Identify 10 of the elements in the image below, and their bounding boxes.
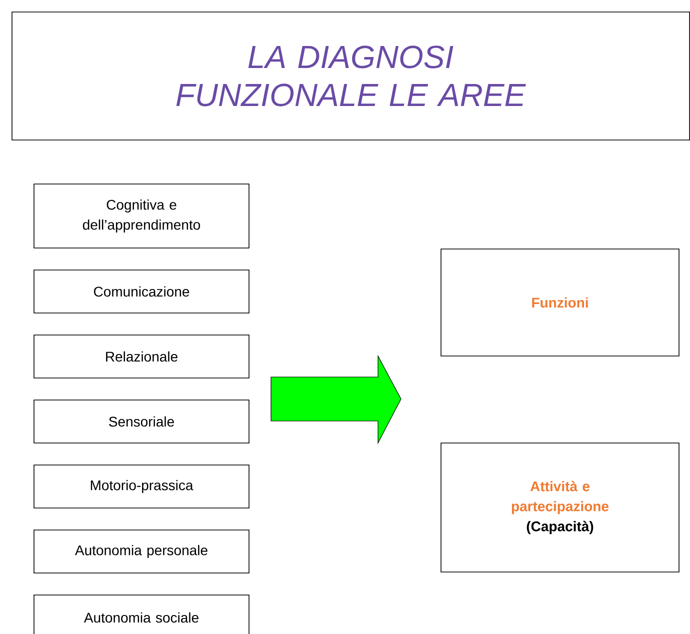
area-box: Relazionale [34,334,250,378]
title-box: LA DIAGNOSI FUNZIONALE LE AREE [12,12,690,140]
area-box: Sensoriale [34,400,250,444]
result-box: Attività e partecipazione (Capacità) [440,442,680,572]
area-box: Motorio-prassica [34,464,250,508]
result-box: Funzioni [440,248,680,356]
area-box: Comunicazione [34,270,250,314]
area-box: Cognitiva e dell’apprendimento [34,184,250,248]
area-box: Autonomia sociale [34,594,250,634]
area-box: Autonomia personale [34,530,250,574]
